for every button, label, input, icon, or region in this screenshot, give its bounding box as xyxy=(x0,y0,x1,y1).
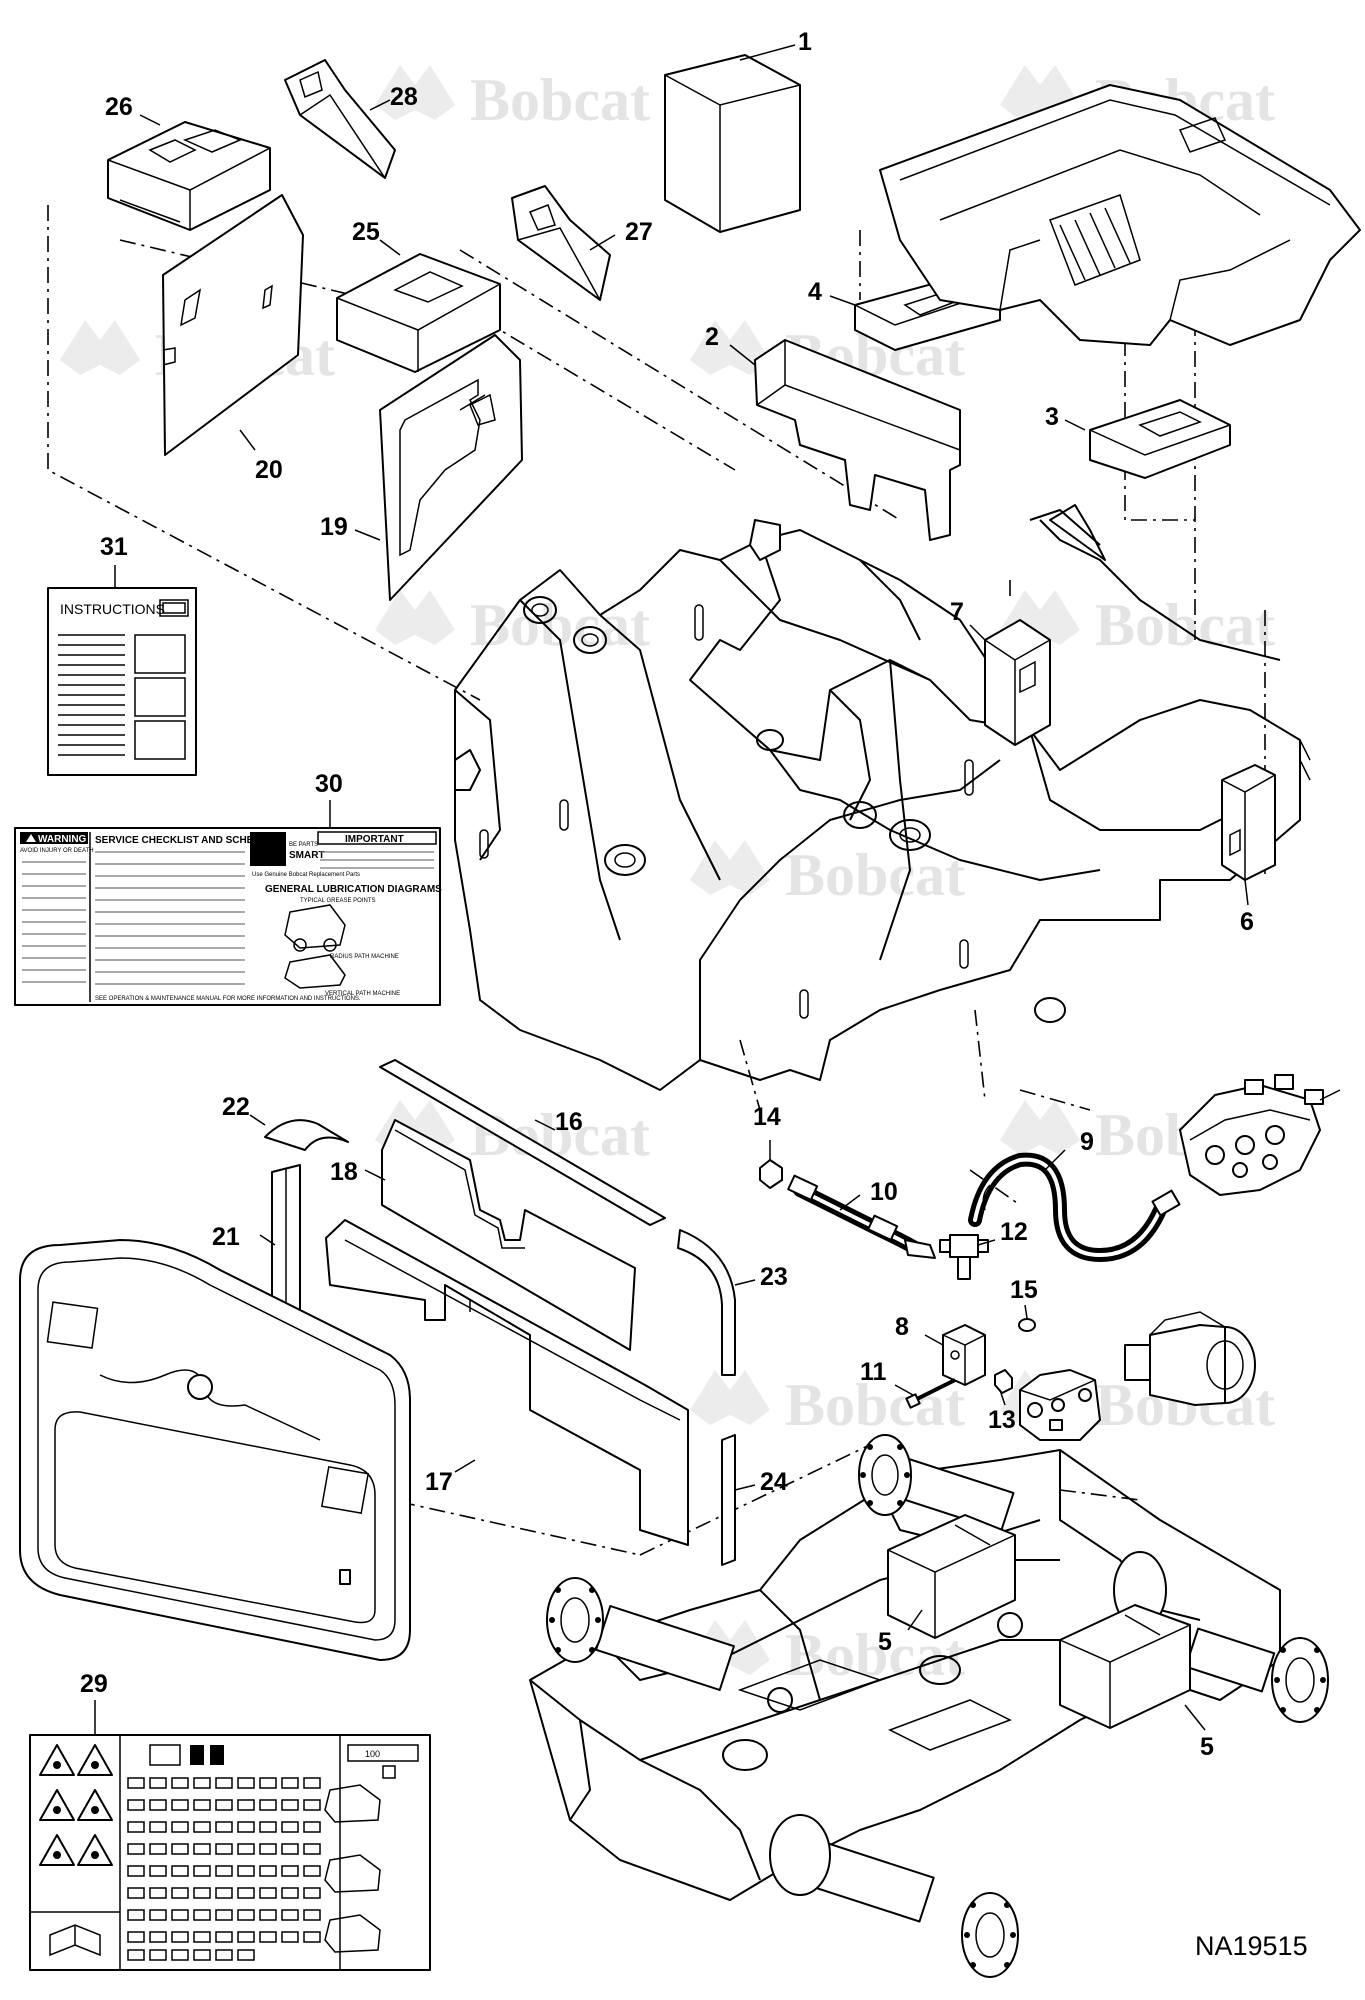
callout-31: 31 xyxy=(100,533,128,561)
cab-floor-assembly xyxy=(879,84,1361,346)
part-29-safety-decal: 100 xyxy=(29,1734,431,1971)
callout-15: 15 xyxy=(1010,1276,1038,1304)
watermark: Bobcat xyxy=(690,1370,965,1438)
part-5-foam-block-rear xyxy=(887,1514,1016,1639)
svg-text:Bobcat: Bobcat xyxy=(470,67,650,133)
callout-5-front: 5 xyxy=(1200,1733,1214,1761)
part-20-side-panel xyxy=(162,194,304,456)
callout-21: 21 xyxy=(212,1223,240,1251)
auxiliary-valve xyxy=(1019,1369,1101,1441)
part-3-floor-pad xyxy=(1089,399,1231,479)
leader-lines xyxy=(94,44,1249,1735)
callout-19: 19 xyxy=(320,513,348,541)
part-12-tee-fitting xyxy=(939,1234,989,1280)
callout-2: 2 xyxy=(705,323,719,351)
part-27-foam-wedge xyxy=(511,185,611,301)
decal-grease-note: TYPICAL GREASE POINTS xyxy=(300,898,375,904)
watermark: Bobcat xyxy=(375,65,650,133)
part-1-box xyxy=(664,54,801,233)
decal-service-title: SERVICE CHECKLIST AND SCHEDULE xyxy=(95,835,281,846)
part-5-foam-block-front xyxy=(1059,1604,1191,1729)
decal-lube-title: GENERAL LUBRICATION DIAGRAMS xyxy=(265,884,442,895)
callout-29: 29 xyxy=(80,1670,108,1698)
door-frame xyxy=(19,1239,411,1661)
callout-12: 12 xyxy=(1000,1218,1028,1246)
callout-26: 26 xyxy=(105,93,133,121)
hydraulic-control-valve xyxy=(1179,1074,1341,1196)
axle-left-front xyxy=(769,1814,1019,1978)
decal-smart-line1: BE PARTS xyxy=(289,842,318,848)
callout-labels: 1 2 3 4 5 5 6 7 8 9 10 11 12 13 14 15 16… xyxy=(80,28,1254,1761)
part-25-foam-block xyxy=(336,253,501,373)
decal-radius-caption: RADIUS PATH MACHINE xyxy=(330,954,399,960)
part-13-plug xyxy=(994,1369,1013,1394)
part-16-seal-strip xyxy=(379,1059,666,1226)
decal-footer: SEE OPERATION & MAINTENANCE MANUAL FOR M… xyxy=(95,996,361,1002)
callout-6: 6 xyxy=(1240,908,1254,936)
decal-important-title: IMPORTANT xyxy=(345,834,404,845)
part-10-hose xyxy=(787,1174,936,1259)
callout-13: 13 xyxy=(988,1406,1016,1434)
part-23-seal-strip xyxy=(677,1229,736,1376)
decal-vertical-caption: VERTICAL PATH MACHINE xyxy=(325,991,400,997)
callout-24: 24 xyxy=(760,1468,788,1496)
part-24-seal-strip xyxy=(721,1434,736,1566)
axle-right-front xyxy=(1113,1551,1329,1723)
axle-right-rear xyxy=(858,1434,1015,1533)
callout-25: 25 xyxy=(352,218,380,246)
callout-28: 28 xyxy=(390,83,418,111)
watermark: Bobcat xyxy=(375,590,650,658)
part-14-fitting xyxy=(759,1159,783,1189)
part-17-insulation xyxy=(325,1219,689,1546)
callout-20: 20 xyxy=(255,456,283,484)
callout-3: 3 xyxy=(1045,403,1059,431)
callout-10: 10 xyxy=(870,1178,898,1206)
svg-text:Bobcat: Bobcat xyxy=(785,842,965,908)
part-31-instructions-card: INSTRUCTIONS xyxy=(47,587,197,776)
decal-warning-subtitle: AVOID INJURY OR DEATH xyxy=(20,848,94,854)
main-frame-upper xyxy=(454,504,1311,1091)
callout-9: 9 xyxy=(1080,1128,1094,1156)
axle-left-rear xyxy=(546,1577,735,1691)
part-6-foam-block xyxy=(1221,764,1276,881)
callout-17: 17 xyxy=(425,1468,453,1496)
callout-30: 30 xyxy=(315,770,343,798)
part-19-side-panel xyxy=(379,334,523,601)
decal-warning-title: WARNING xyxy=(38,834,87,845)
part-18-insulation xyxy=(381,1119,636,1351)
part-30-service-decal: WARNING AVOID INJURY OR DEATH SERVICE CH… xyxy=(14,827,442,1006)
part-28-foam-wedge xyxy=(284,59,396,179)
part-8-valve-block xyxy=(942,1324,986,1386)
callout-8: 8 xyxy=(895,1313,909,1341)
callout-27: 27 xyxy=(625,218,653,246)
part-7-foam-block xyxy=(984,619,1051,746)
part-11-bolt xyxy=(905,1378,956,1409)
part-15-o-ring xyxy=(1018,1318,1036,1332)
decal-29-hours: 100 xyxy=(365,1749,380,1759)
callout-16: 16 xyxy=(555,1108,583,1136)
callout-22: 22 xyxy=(222,1093,250,1121)
callout-23: 23 xyxy=(760,1263,788,1291)
watermark: Bobcat xyxy=(690,840,965,908)
decal-genuine-note: Use Genuine Bobcat Replacement Parts xyxy=(252,872,360,878)
svg-text:Bobcat: Bobcat xyxy=(1095,592,1275,658)
part-9-hose xyxy=(968,1152,1181,1263)
callout-5-rear: 5 xyxy=(878,1628,892,1656)
part-2-rear-insulation xyxy=(754,339,961,541)
callout-4: 4 xyxy=(808,278,822,306)
part-26-foam-block xyxy=(107,121,271,231)
callout-11: 11 xyxy=(860,1358,887,1386)
callout-18: 18 xyxy=(330,1158,358,1186)
callout-14: 14 xyxy=(753,1103,781,1131)
drawing-code: NA19515 xyxy=(1195,1931,1308,1961)
svg-text:Bobcat: Bobcat xyxy=(785,1372,965,1438)
hydraulic-motor xyxy=(1124,1311,1256,1406)
callout-7: 7 xyxy=(950,598,964,626)
svg-text:Bobcat: Bobcat xyxy=(470,592,650,658)
part-22-seal xyxy=(264,1119,349,1151)
instructions-title: INSTRUCTIONS xyxy=(60,601,165,617)
decal-smart-line2: SMART xyxy=(289,850,325,861)
callout-1: 1 xyxy=(798,28,812,56)
